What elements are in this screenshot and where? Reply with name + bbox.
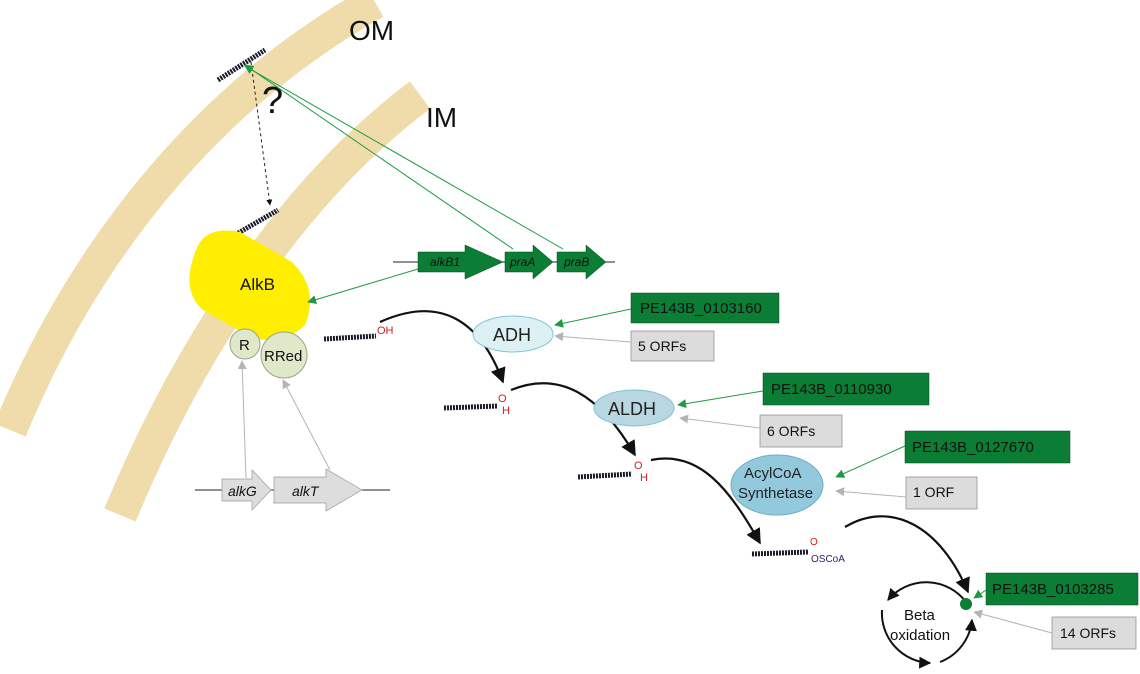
aldh-locus-arrow bbox=[677, 390, 764, 409]
gene-alkB1-arrow bbox=[417, 244, 504, 280]
gene-praA-label: praA bbox=[509, 255, 535, 269]
adh-locus-label: PE143B_0103160 bbox=[640, 300, 762, 317]
beta-cycle-arc-1 bbox=[887, 581, 967, 603]
beta-locus-arrow bbox=[973, 589, 987, 599]
acylcoa-locus-arrow bbox=[835, 445, 906, 478]
praB-to-om-arrow bbox=[244, 65, 564, 250]
acid-o: O bbox=[634, 460, 643, 472]
aldh-label: ALDH bbox=[608, 399, 656, 419]
acylcoa-locus-label: PE143B_0127670 bbox=[912, 439, 1034, 456]
aldh-orfs-label: 6 ORFs bbox=[767, 423, 815, 439]
acid-h: H bbox=[640, 472, 648, 484]
aldh-locus-box bbox=[762, 372, 930, 406]
alkG-to-r-arrow bbox=[237, 360, 247, 479]
acylcoa-orfs-label: 1 ORF bbox=[913, 484, 954, 500]
aldehyde-o: O bbox=[498, 393, 507, 405]
acylcoa-orfs-box bbox=[905, 476, 978, 510]
alkanol-chain bbox=[323, 333, 377, 342]
reaction-arrow-1 bbox=[379, 310, 506, 384]
gene-alkB1-label: alkB1 bbox=[430, 255, 460, 269]
reaction-arrow-2 bbox=[510, 382, 636, 457]
adh-orfs-label: 5 ORFs bbox=[638, 338, 686, 354]
beta-entry-dot bbox=[960, 598, 972, 610]
transport-dashed-arrow bbox=[250, 61, 273, 206]
aldh-ellipse bbox=[593, 389, 675, 427]
rubredoxin-reductase-circle bbox=[260, 331, 308, 379]
gene-alkT-label: alkT bbox=[292, 483, 320, 499]
acid-chain bbox=[577, 471, 633, 480]
acylcoa-ellipse bbox=[730, 454, 824, 516]
gene-praB-label: praB bbox=[563, 255, 589, 269]
alkb-label: AlkB bbox=[240, 275, 275, 294]
aldh-orfs-arrow bbox=[679, 414, 761, 429]
rubredoxin-circle bbox=[229, 328, 261, 360]
beta-cycle-arc-3 bbox=[939, 618, 977, 663]
aldh-locus-label: PE143B_0110930 bbox=[771, 381, 892, 398]
gene-praA-arrow bbox=[504, 244, 554, 280]
gene-alkG-label: alkG bbox=[228, 483, 257, 499]
beta-label-1: Beta bbox=[904, 607, 936, 624]
beta-label-2: oxidation bbox=[890, 627, 950, 644]
gene-alkG-arrow bbox=[221, 469, 272, 511]
adh-locus-arrow bbox=[554, 308, 632, 328]
gene-praB-arrow bbox=[556, 244, 607, 280]
beta-cycle-arc-2 bbox=[880, 609, 932, 669]
adh-label: ADH bbox=[493, 325, 531, 345]
reaction-arrow-4 bbox=[844, 515, 970, 594]
outer-membrane bbox=[0, 0, 384, 437]
alkanol-oh: OH bbox=[377, 325, 394, 337]
unknown-transport-label: ? bbox=[262, 80, 283, 122]
im-label: IM bbox=[426, 102, 457, 133]
acylcoa-label-2: Synthetase bbox=[738, 485, 813, 502]
acylcoa-locus-box bbox=[904, 430, 1071, 464]
aldehyde-h: H bbox=[502, 405, 510, 417]
alkb-shape bbox=[189, 230, 311, 340]
beta-locus-label: PE143B_0103285 bbox=[992, 581, 1114, 598]
beta-orfs-box bbox=[1051, 616, 1137, 650]
reaction-arrow-3 bbox=[650, 457, 761, 545]
rubredoxin-label: R bbox=[239, 337, 250, 354]
om-label: OM bbox=[349, 15, 394, 46]
aldehyde-chain bbox=[443, 403, 499, 411]
acylcoa-label-1: AcylCoA bbox=[744, 465, 802, 482]
alkT-to-rred-arrow bbox=[282, 379, 331, 471]
beta-locus-box bbox=[985, 572, 1139, 606]
alkane-outer bbox=[216, 47, 267, 83]
beta-orfs-arrow bbox=[973, 609, 1053, 634]
rubredoxin-reductase-label: RRed bbox=[264, 348, 302, 365]
acylcoa-orfs-arrow bbox=[835, 487, 907, 498]
aldh-orfs-box bbox=[759, 414, 843, 448]
adh-ellipse bbox=[472, 315, 554, 353]
acylcoa-chain bbox=[751, 549, 809, 557]
acylcoa-group: OSCoA bbox=[811, 554, 845, 565]
gene-alkT-arrow bbox=[273, 468, 363, 512]
alkB1-to-alkb-arrow bbox=[307, 268, 419, 304]
praA-to-om-arrow bbox=[244, 64, 514, 250]
adh-locus-box bbox=[630, 292, 780, 324]
alkane-inner bbox=[231, 207, 280, 239]
beta-orfs-label: 14 ORFs bbox=[1060, 625, 1116, 641]
adh-orfs-arrow bbox=[554, 332, 632, 343]
adh-orfs-box bbox=[630, 330, 715, 362]
acylcoa-o: O bbox=[810, 537, 818, 548]
